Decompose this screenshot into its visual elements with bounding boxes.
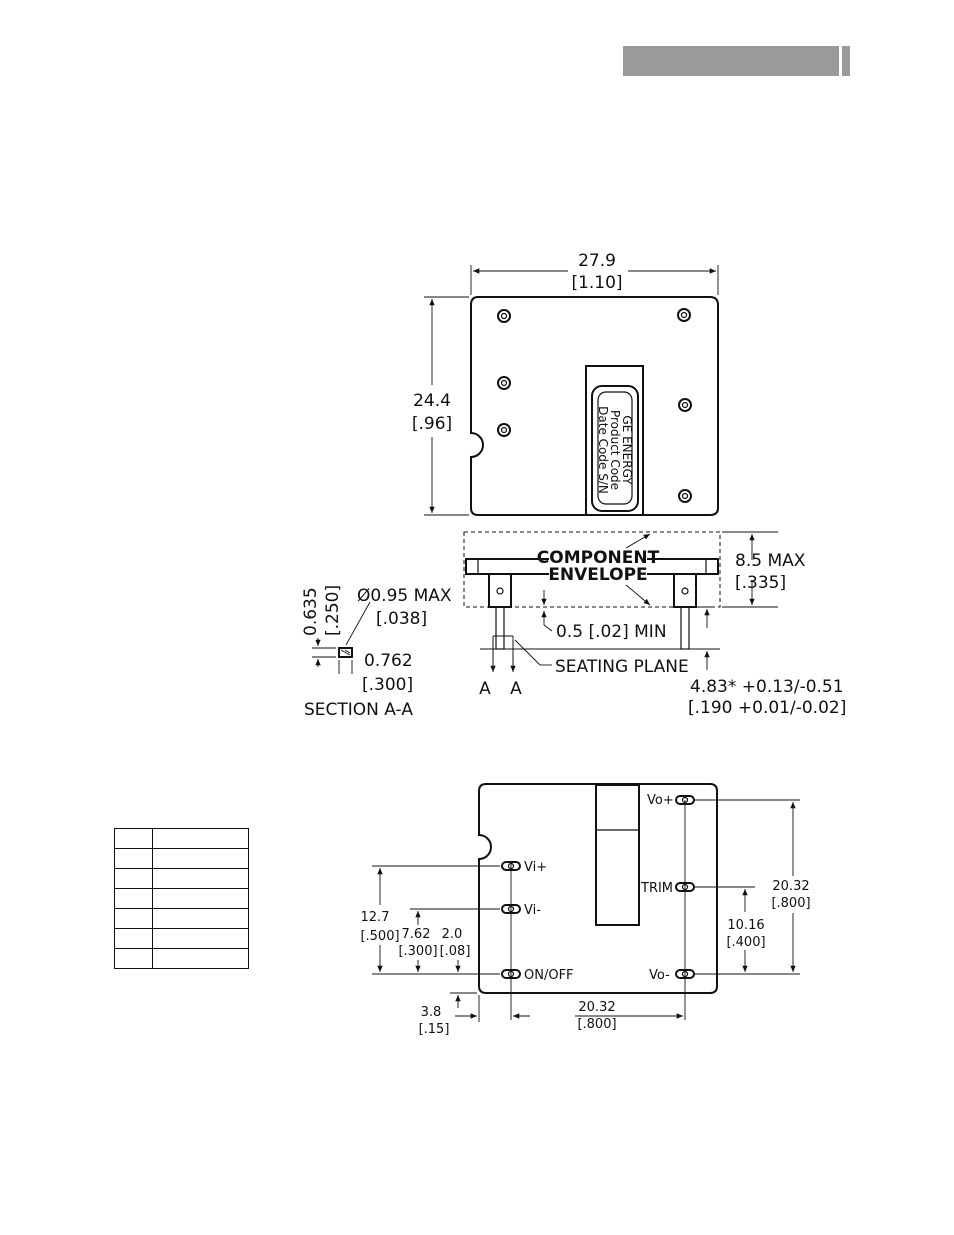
label-line-1: GE ENERGY — [620, 415, 634, 485]
pin-label-on-off: ON/OFF — [524, 968, 574, 983]
section-mark-left: A — [479, 679, 491, 699]
header-bar-edge — [840, 46, 850, 76]
dim-1-mm: 12.7 — [361, 910, 390, 925]
pin-label-vo-plus: Vo+ — [647, 793, 674, 808]
hole-icon — [497, 309, 511, 323]
bottom-view: Vo+ TRIM Vo- Vi+ Vi- ON/OFF 12.7 [.500] … — [360, 783, 811, 1037]
hole-icon — [497, 376, 511, 390]
dim-2-mm: 7.62 — [402, 927, 431, 942]
bottom-view-outline — [478, 783, 718, 994]
table-row — [114, 828, 249, 849]
transformer-block — [585, 365, 644, 516]
dim-6-in: [.400] — [726, 935, 765, 950]
height-mm: 24.4 — [413, 391, 451, 411]
standoff: 0.5 [.02] MIN — [556, 622, 667, 642]
section-diameter-in: [.038] — [376, 609, 427, 629]
dim-6-mm: 10.16 — [727, 918, 764, 933]
side-view: A A COMPONENT ENVELOPE 8.5 MAX [.335] 0.… — [463, 531, 846, 718]
pin-on-off-icon — [501, 969, 521, 979]
section-height-mm: 0.635 — [301, 587, 321, 636]
component-envelope — [463, 531, 721, 608]
section-title: SECTION A-A — [304, 700, 413, 720]
top-view-outline — [470, 296, 719, 516]
label-line-2: Product Code — [608, 410, 622, 490]
dim-3-in: [.08] — [440, 944, 471, 959]
hole-icon — [678, 489, 692, 503]
pin-length-mm: 4.83* +0.13/-0.51 — [690, 677, 844, 697]
mounting-holes — [497, 308, 692, 503]
dim-4-mm: 3.8 — [421, 1005, 442, 1020]
pin-label-trim: TRIM — [640, 881, 673, 896]
dim-5-in: [.800] — [577, 1017, 616, 1032]
dim-3-mm: 2.0 — [442, 927, 463, 942]
table-row — [114, 948, 249, 969]
label-line-3: Date Code S/N — [596, 406, 610, 494]
section-diameter-mm: Ø0.95 MAX — [357, 586, 452, 606]
hole-icon — [677, 308, 691, 322]
width-mm: 27.9 — [578, 251, 616, 271]
table-row — [114, 868, 249, 889]
dim-7-in: [.800] — [771, 896, 810, 911]
pin-label-vi-plus: Vi+ — [524, 860, 547, 875]
component-label: COMPONENT — [537, 548, 660, 568]
table-row — [114, 888, 249, 909]
table-row — [114, 908, 249, 929]
seating-plane: SEATING PLANE — [555, 657, 689, 677]
pin-label-vo-minus: Vo- — [649, 968, 670, 983]
section-width-mm: 0.762 — [364, 651, 413, 671]
pin-table — [114, 828, 249, 969]
section-a-a: 0.635 [.250] Ø0.95 MAX [.038] 0.762 [.30… — [301, 585, 452, 720]
dim-7-mm: 20.32 — [772, 879, 809, 894]
pin-vi-plus-icon — [501, 861, 521, 871]
dim-4-in: [.15] — [419, 1022, 450, 1037]
max-height-mm: 8.5 MAX — [735, 551, 806, 571]
pin-label-vi-minus: Vi- — [524, 903, 541, 918]
dim-1-in: [.500] — [360, 929, 399, 944]
table-row — [114, 848, 249, 869]
dim-5-mm: 20.32 — [578, 1000, 615, 1015]
dim-2-in: [.300] — [398, 944, 437, 959]
section-width-in: [.300] — [362, 675, 413, 695]
section-height-in: [.250] — [323, 585, 343, 636]
pin-vi-minus-icon — [501, 904, 521, 914]
header-bar — [623, 46, 839, 76]
pin-length-in: [.190 +0.01/-0.02] — [688, 698, 846, 718]
width-in: [1.10] — [571, 273, 622, 293]
height-in: [.96] — [412, 414, 452, 434]
envelope-label: ENVELOPE — [548, 565, 647, 585]
hole-icon — [497, 423, 511, 437]
top-view: GE ENERGY Product Code Date Code S/N 27.… — [412, 251, 719, 516]
hole-icon — [678, 398, 692, 412]
section-mark-right: A — [510, 679, 522, 699]
table-row — [114, 928, 249, 949]
max-height-in: [.335] — [735, 573, 786, 593]
